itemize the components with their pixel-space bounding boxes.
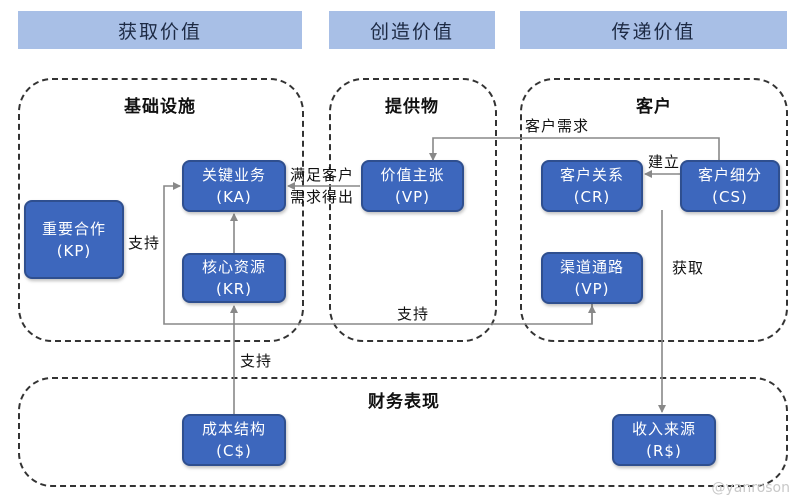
label-support-kp: 支持 bbox=[128, 234, 161, 252]
box-customer-segments: 客户细分 (CS) bbox=[680, 160, 780, 212]
label-customer-needs: 客户需求 bbox=[525, 117, 590, 135]
box-name: 渠道通路 bbox=[559, 258, 624, 276]
box-revenue-streams: 收入来源 (R$) bbox=[612, 414, 716, 466]
region-customer bbox=[520, 78, 788, 342]
box-code: (CR) bbox=[573, 188, 611, 206]
box-channels: 渠道通路 (VP) bbox=[541, 252, 643, 304]
box-code: (VP) bbox=[394, 188, 430, 206]
watermark: @yanroson bbox=[711, 480, 790, 496]
box-key-resources: 核心资源 (KR) bbox=[182, 253, 286, 303]
box-value-proposition: 价值主张 (VP) bbox=[361, 160, 464, 212]
box-key-activities: 关键业务 (KA) bbox=[182, 160, 286, 212]
title-customer: 客户 bbox=[636, 97, 672, 117]
header-deliver-value: 传递价值 bbox=[520, 11, 787, 49]
label-satisfy-line2: 需求得出 bbox=[290, 188, 355, 206]
header-create-value: 创造价值 bbox=[329, 11, 495, 49]
box-name: 成本结构 bbox=[201, 420, 266, 438]
box-code: (VP) bbox=[574, 280, 610, 298]
box-key-partners: 重要合作 (KP) bbox=[24, 200, 124, 279]
label-obtain: 获取 bbox=[672, 259, 705, 277]
line-customer-needs bbox=[429, 137, 720, 163]
region-infrastructure bbox=[18, 78, 304, 342]
region-offering bbox=[329, 78, 497, 342]
box-code: (KR) bbox=[216, 280, 252, 298]
box-name: 客户细分 bbox=[697, 166, 762, 184]
title-finance: 财务表现 bbox=[368, 392, 440, 412]
box-name: 价值主张 bbox=[380, 166, 445, 184]
box-name: 收入来源 bbox=[631, 420, 696, 438]
box-name: 重要合作 bbox=[41, 219, 106, 238]
box-name: 客户关系 bbox=[559, 166, 624, 184]
box-customer-relationships: 客户关系 (CR) bbox=[541, 160, 643, 212]
label-establish: 建立 bbox=[648, 153, 681, 171]
box-code: (R$) bbox=[646, 442, 682, 460]
box-name: 关键业务 bbox=[201, 166, 266, 184]
box-code: (CS) bbox=[712, 188, 748, 206]
label-satisfy-line1: 满足客户 bbox=[290, 166, 355, 184]
title-infrastructure: 基础设施 bbox=[124, 97, 196, 117]
header-get-value: 获取价值 bbox=[18, 11, 302, 49]
box-name: 核心资源 bbox=[201, 258, 266, 276]
label-support-bottom: 支持 bbox=[397, 305, 430, 323]
box-code: (C$) bbox=[216, 442, 252, 460]
box-code: (KP) bbox=[56, 241, 92, 260]
region-finance bbox=[18, 377, 788, 487]
box-code: (KA) bbox=[216, 188, 252, 206]
title-offering: 提供物 bbox=[385, 97, 439, 117]
label-support-cost: 支持 bbox=[240, 352, 273, 370]
box-cost-structure: 成本结构 (C$) bbox=[182, 414, 286, 466]
